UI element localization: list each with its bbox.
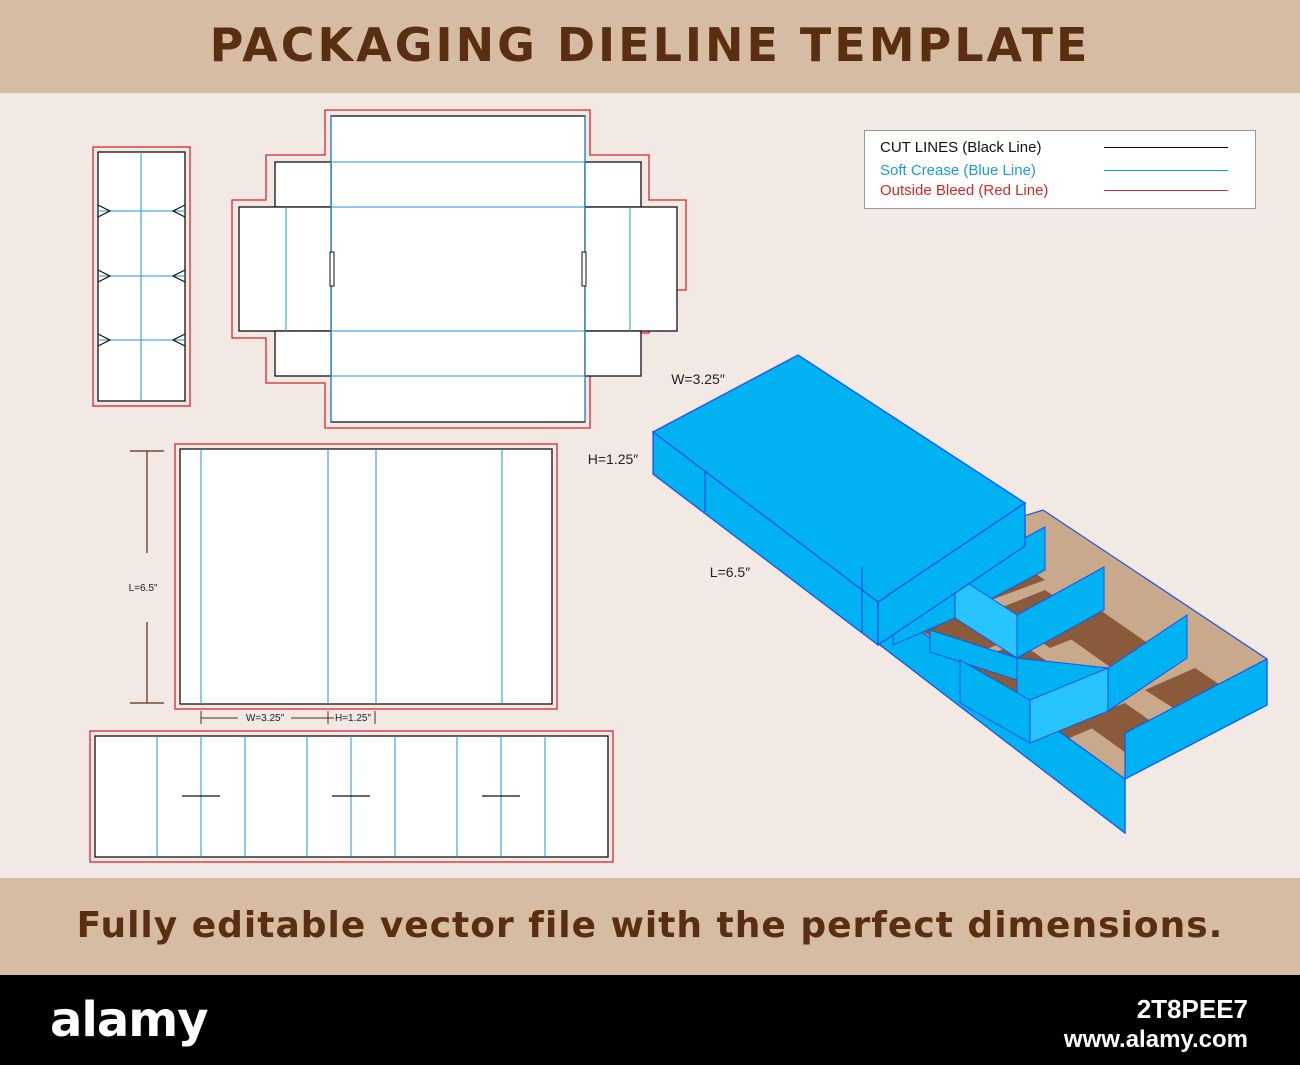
tray-dieline (231, 109, 687, 429)
box-3d-illustration (651, 354, 1268, 835)
legend-item-crease: Soft Crease (Blue Line) (880, 162, 1240, 182)
box-length-label: L=6.5″ (710, 564, 750, 580)
watermark-image-id: 2T8PEE7 (1136, 994, 1248, 1024)
footer-tagline: Fully editable vector file with the perf… (76, 905, 1224, 946)
sleeve-width-label: W=3.25″ (246, 713, 285, 724)
sleeve-length-label: L=6.5″ (129, 583, 158, 594)
legend-label-bleed: Outside Bleed (Red Line) (880, 182, 1049, 199)
watermark-domain: www.alamy.com (1063, 1026, 1248, 1053)
legend-item-cut: CUT LINES (Black Line) (880, 139, 1240, 159)
legend-label-crease: Soft Crease (Blue Line) (880, 162, 1036, 179)
sleeve-height-label: H=1.25″ (335, 713, 372, 724)
watermark-strip (0, 975, 1300, 1065)
watermark-logo: alamy (50, 992, 209, 1048)
page-title: PACKAGING DIELINE TEMPLATE (209, 18, 1091, 72)
legend-box: CUT LINES (Black Line) Soft Crease (Blue… (864, 130, 1256, 209)
box-width-label: W=3.25″ (671, 371, 725, 387)
legend-swatch-cut (1104, 147, 1228, 148)
legend-item-bleed: Outside Bleed (Red Line) (880, 182, 1240, 202)
legend-swatch-bleed (1104, 190, 1228, 191)
legend-swatch-crease (1104, 170, 1228, 171)
sleeve-dieline (130, 443, 558, 724)
legend-label-cut: CUT LINES (Black Line) (880, 139, 1042, 156)
divider-strip-dieline (89, 730, 614, 863)
header-band (0, 0, 1300, 93)
footer-band (0, 878, 1300, 975)
insert-strip-dieline (92, 146, 191, 407)
box-height-label: H=1.25″ (588, 451, 639, 467)
